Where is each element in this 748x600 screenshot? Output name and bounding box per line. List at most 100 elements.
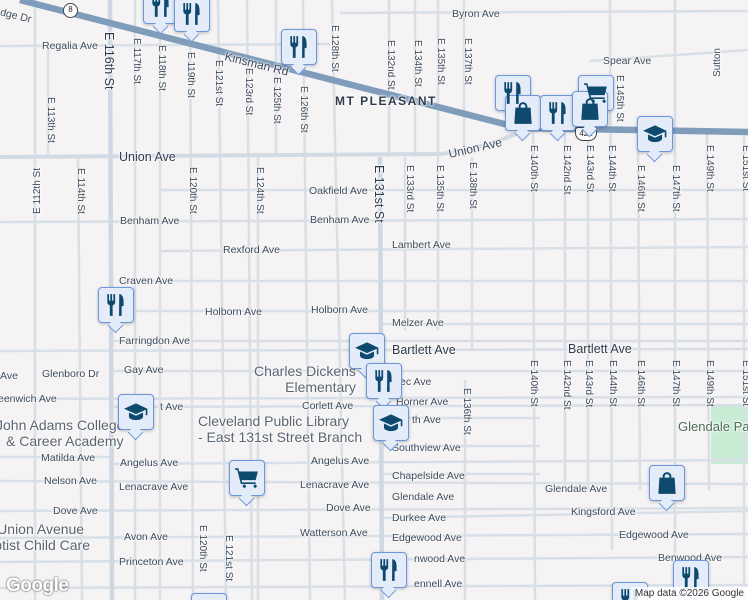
street-label-vertical: E 135th St — [434, 165, 445, 212]
shopping-cart-icon — [234, 465, 260, 491]
street-label-vertical: E 146th St — [635, 360, 646, 407]
map-marker-school[interactable] — [349, 333, 385, 369]
street-label: Holborn Ave — [205, 306, 263, 318]
street-label-vertical: E 138th St — [467, 162, 478, 209]
map-marker-school[interactable] — [118, 394, 154, 430]
street-label: nwood Ave — [414, 553, 466, 565]
street-label-vertical: E 125th St — [271, 77, 282, 124]
neighborhood-label: MT PLEASANT — [335, 94, 437, 108]
union-ave-road — [0, 130, 521, 159]
map-marker-restaurant[interactable] — [371, 552, 407, 588]
street-label-vertical: E 118th St — [156, 45, 167, 91]
poi-label-line: - East 131st Street Branch — [198, 429, 363, 445]
map-marker-restaurant[interactable] — [174, 0, 210, 32]
fork-knife-icon — [376, 557, 402, 583]
map-marker-restaurant[interactable] — [281, 29, 317, 65]
google-logo[interactable]: Google — [6, 575, 69, 596]
street-label: Benham Ave — [120, 215, 180, 227]
map-attribution[interactable]: Map data ©2026 Google — [630, 587, 748, 600]
poi-label-line: & Career Academy — [6, 433, 124, 449]
street-label: th Ave — [412, 414, 441, 426]
street-label-vertical: Sutton — [712, 48, 723, 77]
street-label: Angelus Ave — [311, 455, 370, 467]
street-label-vertical: E 134th St — [412, 40, 423, 87]
map-marker-grocery[interactable] — [229, 460, 265, 496]
street-label-vertical: E 143rd St — [584, 145, 595, 193]
poi-label-line: Elementary — [285, 379, 356, 395]
map-marker-shopping[interactable] — [649, 465, 685, 501]
street-label: Glenboro Dr — [42, 368, 100, 380]
street-label-vertical: E 137th St — [462, 38, 473, 85]
street-label-vertical: E 123rd St — [243, 68, 254, 116]
map-marker-school[interactable] — [373, 405, 409, 441]
street-label: Union Ave — [119, 150, 176, 164]
poi-label-line: Cleveland Public Library — [198, 413, 349, 429]
street-label-vertical: E 120th St — [187, 167, 198, 214]
street-label-vertical: E 121st St — [223, 535, 234, 582]
street-label: Byron Ave — [452, 8, 500, 20]
graduation-cap-icon — [123, 399, 149, 425]
street-label: Bartlett Ave — [392, 343, 456, 357]
street-label: Melzer Ave — [392, 317, 444, 329]
street-label: Watterson Ave — [300, 527, 368, 539]
shopping-bag-icon — [654, 470, 680, 496]
street-label-vertical: E 147th St — [670, 165, 681, 212]
map-marker-restaurant[interactable] — [540, 95, 576, 131]
street-label: Gay Ave — [124, 364, 164, 376]
street-label: Glendale Ave — [545, 483, 608, 495]
street-label-vertical: E 114th St — [75, 168, 86, 214]
graduation-cap-icon — [354, 338, 380, 364]
poi-label-john-adams[interactable]: John Adams College& Career Academy — [0, 417, 124, 449]
park-label[interactable]: Glendale Park — [678, 419, 748, 434]
street-label-vertical: E 144th St — [607, 360, 618, 407]
poi-label-line: John Adams College — [0, 417, 125, 433]
map-marker-restaurant[interactable] — [366, 363, 402, 399]
route-8-shield: 8 — [63, 3, 78, 18]
fork-knife-icon — [103, 292, 129, 318]
street-label-vertical: E 145th St — [614, 75, 625, 122]
street-label: Lenacrave Ave — [119, 481, 189, 493]
street-label: Dove Ave — [326, 502, 371, 514]
street-label-vertical: E 119th St — [185, 52, 196, 98]
fork-knife-icon — [286, 34, 312, 60]
street-label: Edgewood Ave — [392, 532, 462, 544]
street-label-vertical: E 124th St — [254, 167, 265, 214]
map-marker-restaurant[interactable] — [98, 287, 134, 323]
street-label: Durkee Ave — [392, 512, 447, 524]
street-label-vertical: E 136th St — [461, 388, 472, 435]
poi-label-baptist-child-care[interactable]: Union AvenueBaptist Child Care — [0, 521, 90, 553]
street-label: Corlett Ave — [302, 400, 354, 412]
street-label: eenwich Ave — [0, 393, 57, 405]
map-marker-shopping[interactable] — [505, 95, 541, 131]
fork-knife-icon — [179, 1, 205, 27]
street-label-vertical: E 126th St — [298, 86, 309, 133]
shopping-bag-icon — [577, 96, 603, 122]
street-label-vertical: E 151st St — [740, 360, 748, 407]
map-marker-school[interactable] — [637, 116, 673, 152]
map-marker-shopping[interactable] — [572, 91, 608, 127]
graduation-cap-icon — [642, 121, 668, 147]
street-label: Dove Ave — [53, 505, 98, 517]
fork-knife-icon — [371, 368, 397, 394]
street-label: Glendale Ave — [392, 491, 455, 503]
street-label: Craven Ave — [119, 275, 174, 287]
poi-label-library[interactable]: Cleveland Public Library- East 131st Str… — [198, 413, 362, 445]
street-label-vertical: E 121st St — [213, 60, 224, 107]
street-label: Regalia Ave — [42, 40, 98, 52]
street-label: Edgewood Ave — [619, 529, 689, 541]
street-label: t Ave — [160, 401, 184, 413]
street-label-vertical: E 149th St — [704, 145, 715, 192]
map-marker-school[interactable] — [191, 593, 227, 600]
street-label: Farringdon Ave — [119, 335, 191, 347]
street-label: Lenacrave Ave — [300, 479, 370, 491]
poi-label-line: Baptist Child Care — [0, 537, 90, 553]
fork-knife-icon — [545, 100, 571, 126]
street-label-vertical: E 149th St — [704, 360, 715, 407]
fork-knife-icon — [148, 0, 174, 19]
street-label: Holborn Ave — [311, 304, 369, 316]
street-label-vertical: E 112th St — [32, 168, 43, 214]
street-label: ec Ave — [400, 376, 432, 388]
graduation-cap-icon — [378, 410, 404, 436]
